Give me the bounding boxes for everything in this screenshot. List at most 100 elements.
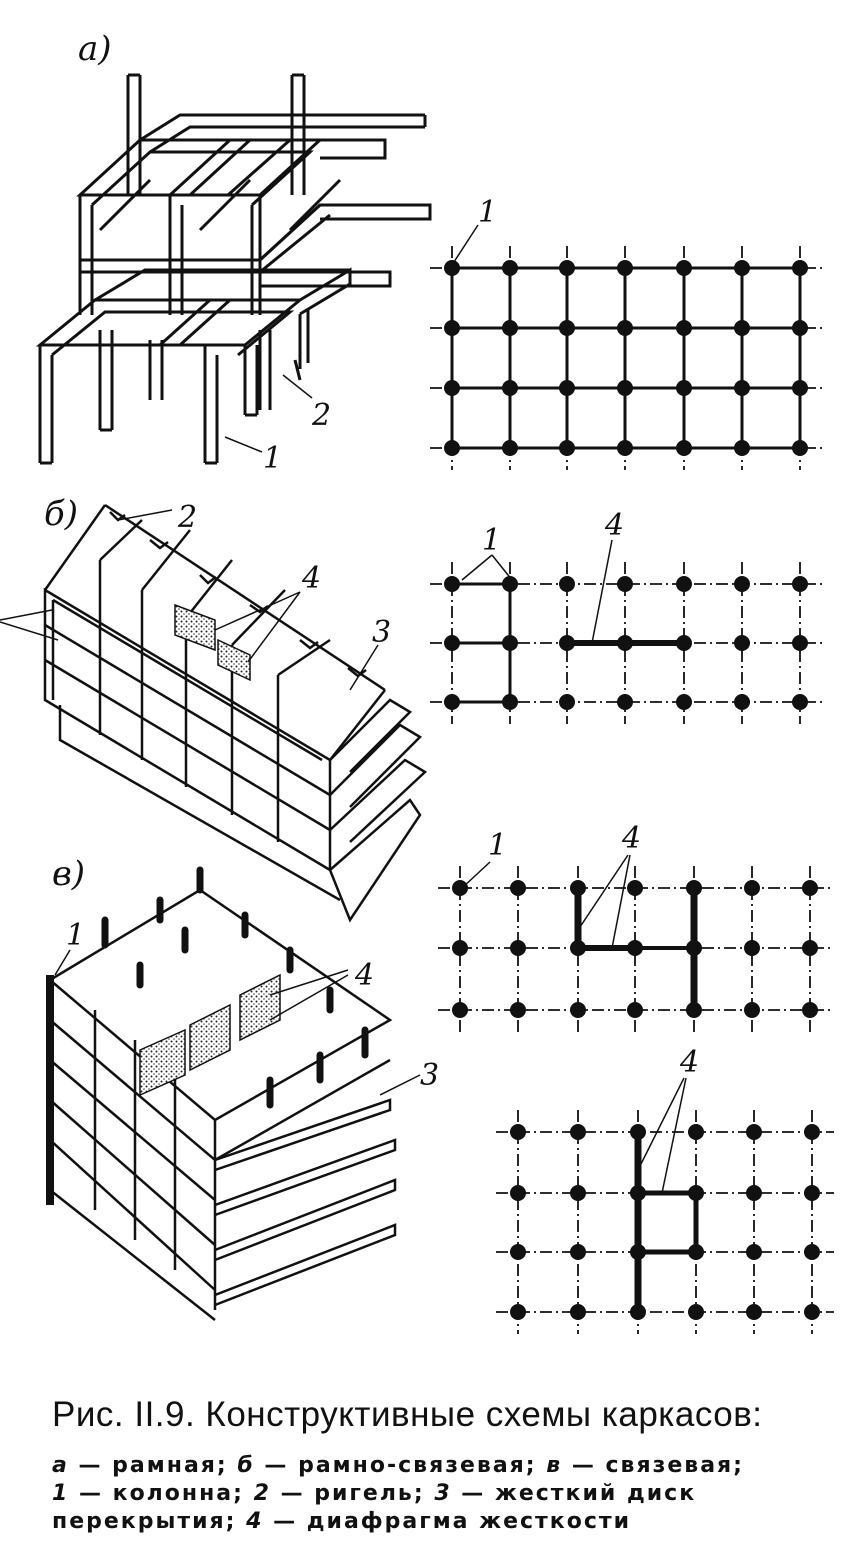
panel-c-view-callouts: 1 4 3 bbox=[54, 918, 439, 1096]
column-node bbox=[734, 440, 750, 456]
panel-c-isometric-frame bbox=[46, 866, 397, 1321]
callout-column: 1 bbox=[263, 441, 282, 476]
column-node bbox=[744, 940, 760, 956]
column-node bbox=[792, 635, 808, 651]
column-node bbox=[617, 320, 633, 336]
column-node bbox=[676, 320, 692, 336]
column-node bbox=[617, 260, 633, 276]
plan-c1-callout-diaphragm: 4 bbox=[621, 821, 641, 856]
column-node bbox=[570, 1124, 586, 1140]
column-node bbox=[744, 1002, 760, 1018]
legend-key-1: 1 bbox=[52, 1481, 70, 1506]
column-node bbox=[792, 576, 808, 592]
column-node bbox=[510, 1304, 526, 1320]
column-node bbox=[688, 1244, 704, 1260]
column-node bbox=[734, 320, 750, 336]
structural-schemes-figure: а) 1 2 bbox=[0, 29, 834, 1334]
legend-text-v: — связевая; bbox=[562, 1453, 744, 1478]
column-node bbox=[630, 1304, 646, 1320]
column-node bbox=[570, 1244, 586, 1260]
panel-b-view-callouts: 2 4 3 bbox=[0, 500, 391, 691]
column-node bbox=[559, 260, 575, 276]
column-node bbox=[570, 940, 586, 956]
column-node bbox=[802, 880, 818, 896]
column-node bbox=[792, 320, 808, 336]
column-node bbox=[617, 380, 633, 396]
column-node bbox=[746, 1304, 762, 1320]
column-node bbox=[746, 1124, 762, 1140]
panel-a-label: а) bbox=[78, 29, 112, 69]
column-node bbox=[617, 694, 633, 710]
column-node bbox=[804, 1304, 820, 1320]
column-node bbox=[510, 880, 526, 896]
column-node bbox=[452, 880, 468, 896]
callout-diaphragm-b: 4 bbox=[301, 561, 321, 596]
plan-a-callout-column: 1 bbox=[478, 195, 497, 230]
column-node bbox=[559, 576, 575, 592]
column-node bbox=[734, 576, 750, 592]
column-node bbox=[617, 635, 633, 651]
column-node bbox=[559, 440, 575, 456]
column-node bbox=[734, 260, 750, 276]
legend-key-a: а bbox=[52, 1453, 69, 1478]
column-node bbox=[617, 576, 633, 592]
column-node bbox=[792, 380, 808, 396]
column-node bbox=[502, 260, 518, 276]
panel-c-label: в) bbox=[52, 854, 85, 894]
column-node bbox=[452, 940, 468, 956]
column-node bbox=[510, 940, 526, 956]
column-node bbox=[559, 694, 575, 710]
column-node bbox=[734, 380, 750, 396]
column-node bbox=[802, 940, 818, 956]
legend-text-3: — жесткий диск перекрытия; bbox=[52, 1481, 697, 1534]
column-node bbox=[744, 880, 760, 896]
column-node bbox=[502, 440, 518, 456]
column-node bbox=[630, 1185, 646, 1201]
plan-c1-callout-column: 1 bbox=[488, 828, 507, 863]
callout-slab-b: 3 bbox=[372, 615, 391, 650]
column-node bbox=[686, 1002, 702, 1018]
column-node bbox=[676, 440, 692, 456]
column-node bbox=[559, 635, 575, 651]
column-node bbox=[444, 635, 460, 651]
column-node bbox=[686, 940, 702, 956]
column-node bbox=[688, 1124, 704, 1140]
column-node bbox=[570, 1185, 586, 1201]
legend-key-v: в bbox=[546, 1453, 563, 1478]
column-node bbox=[734, 635, 750, 651]
column-node bbox=[804, 1185, 820, 1201]
column-node bbox=[792, 260, 808, 276]
column-node bbox=[627, 880, 643, 896]
panel-c-plan-grid-1 bbox=[438, 866, 832, 1032]
plan-b-callout-column: 1 bbox=[482, 523, 501, 558]
panel-b-plan-grid bbox=[430, 562, 822, 724]
callout-beam-b: 2 bbox=[177, 500, 197, 535]
legend-key-b: б bbox=[237, 1453, 255, 1478]
column-node bbox=[559, 320, 575, 336]
column-node bbox=[792, 694, 808, 710]
callout-slab-c: 3 bbox=[420, 1058, 439, 1093]
column-node bbox=[686, 880, 702, 896]
legend-text-2: — ригель; bbox=[270, 1481, 435, 1506]
column-node bbox=[617, 440, 633, 456]
column-node bbox=[676, 576, 692, 592]
column-node bbox=[630, 1124, 646, 1140]
column-node bbox=[688, 1185, 704, 1201]
column-node bbox=[510, 1185, 526, 1201]
column-node bbox=[676, 380, 692, 396]
column-node bbox=[444, 694, 460, 710]
column-node bbox=[510, 1002, 526, 1018]
callout-beam: 2 bbox=[311, 398, 331, 433]
legend-text-b: — рамно-связевая; bbox=[254, 1453, 547, 1478]
column-node bbox=[559, 380, 575, 396]
plan-b-callout-diaphragm: 4 bbox=[604, 508, 624, 543]
column-node bbox=[444, 576, 460, 592]
column-node bbox=[804, 1244, 820, 1260]
column-node bbox=[570, 1002, 586, 1018]
column-node bbox=[802, 1002, 818, 1018]
legend-key-2: 2 bbox=[253, 1481, 271, 1506]
panel-b-label: б) bbox=[44, 494, 78, 534]
column-node bbox=[444, 440, 460, 456]
panel-c-diaphragms bbox=[139, 973, 281, 1097]
column-node bbox=[792, 440, 808, 456]
